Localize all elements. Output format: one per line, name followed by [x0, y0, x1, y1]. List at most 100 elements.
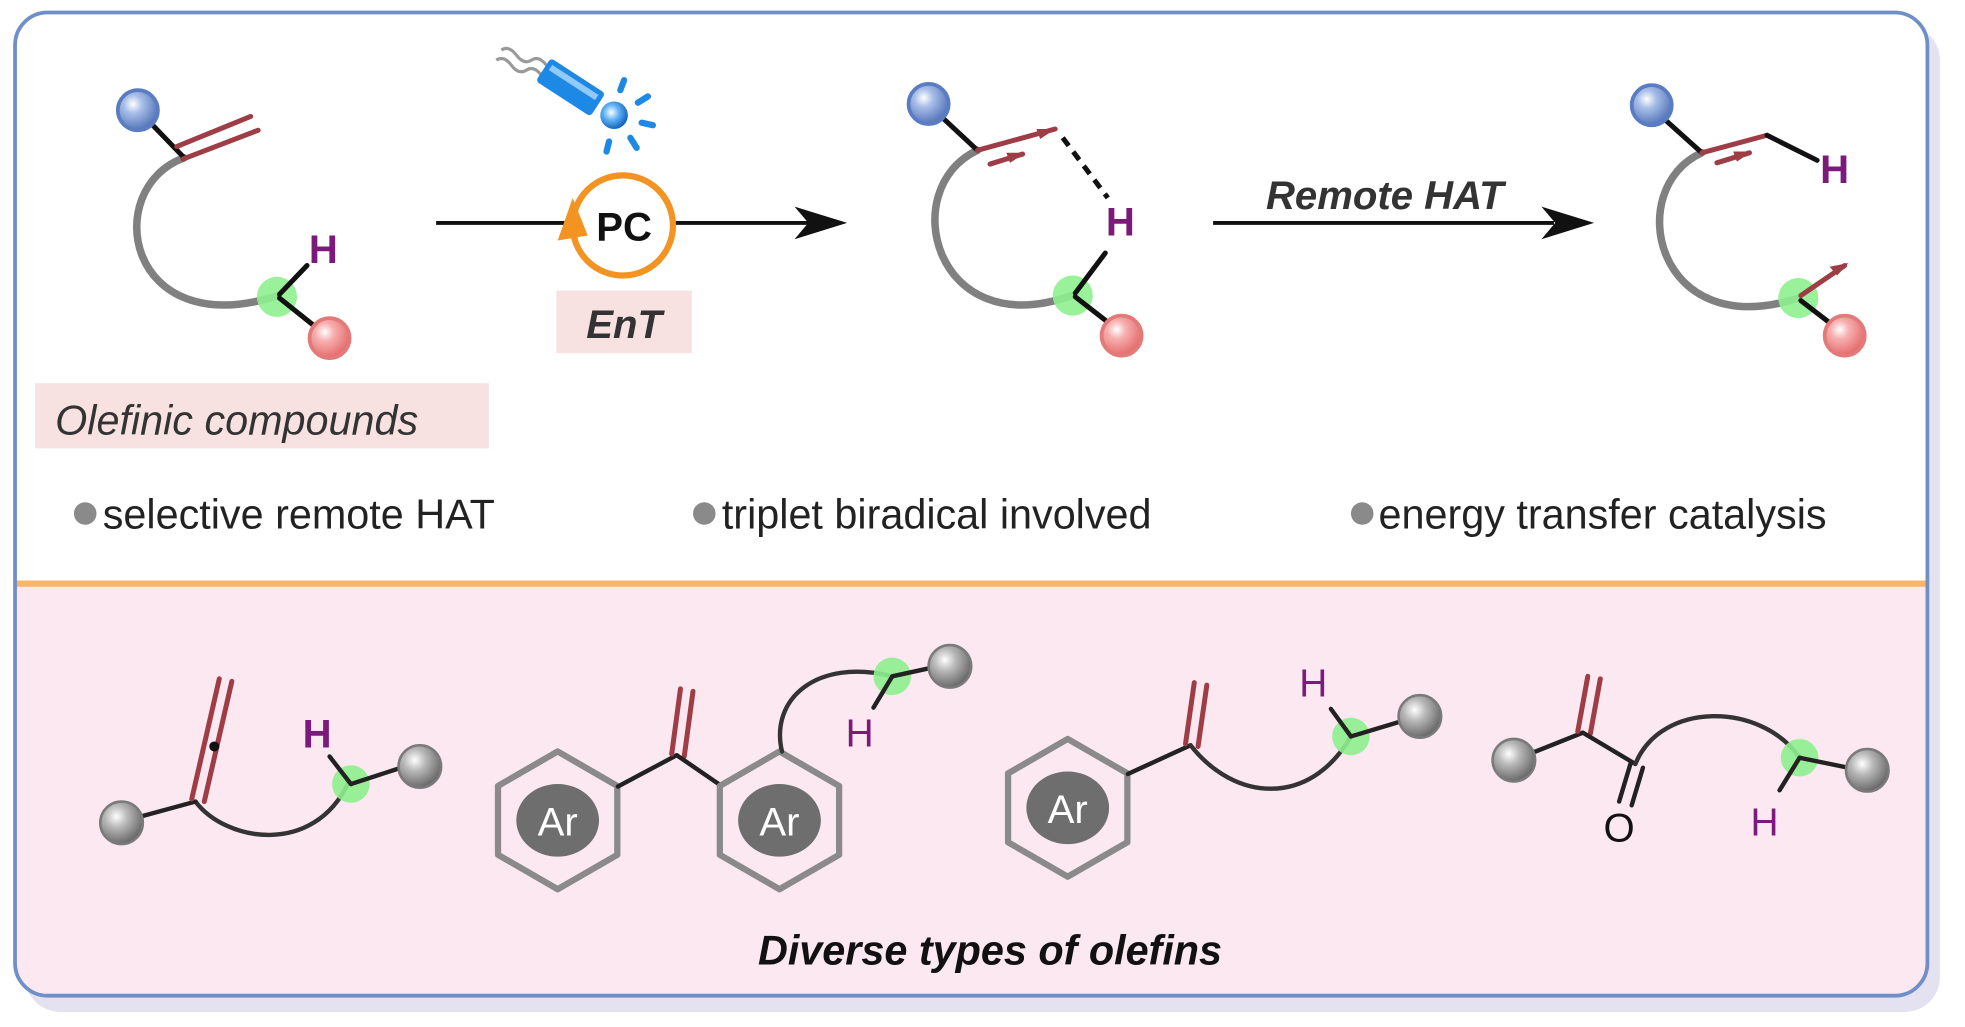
c-h-bond [1072, 250, 1108, 296]
c-h-bond [1777, 755, 1802, 793]
led-bulb [600, 101, 628, 130]
light-source-icon [495, 46, 657, 155]
substituent-ball-red [1099, 313, 1144, 358]
substituent-bond [1348, 719, 1404, 739]
substituent-bond [276, 295, 320, 331]
tether-arc [931, 146, 1076, 309]
c-o-double-bond-1 [1616, 761, 1633, 804]
chain [1633, 714, 1802, 767]
light-ray [638, 119, 657, 129]
c-h-bond [871, 674, 895, 710]
oxygen-label: O [1604, 807, 1635, 851]
substituent-ball-gray [1397, 693, 1443, 739]
olefin-bond-1 [1183, 680, 1197, 747]
aryl-bond [674, 753, 723, 788]
chain [193, 780, 351, 838]
olefinic-label: Olefinic compounds [55, 398, 418, 444]
aryl-label: Ar [759, 800, 799, 844]
feature-item: triplet biradical involved [722, 492, 1152, 538]
h-label: H [303, 713, 332, 757]
tether-arc [133, 154, 282, 309]
carbonyl-bond [1580, 730, 1638, 767]
substituent-bond [348, 765, 404, 787]
c-o-double-bond-2 [1629, 765, 1646, 808]
aryl-bond [615, 753, 679, 789]
h-label: H [1106, 200, 1135, 244]
fishhook-barb [1006, 152, 1026, 163]
substituent-bond [890, 665, 935, 679]
ent-label-box [556, 290, 692, 354]
ent-label: EnT [586, 303, 665, 347]
c-h-bond [276, 263, 310, 297]
feature-item: energy transfer catalysis [1379, 492, 1827, 538]
olefin-example-allene: H [99, 676, 443, 846]
h-label: H [1750, 801, 1778, 844]
c-h-bond [1764, 132, 1820, 163]
olefin-bond-1 [1575, 673, 1591, 734]
product-molecule: H [1629, 83, 1867, 358]
radical-bond [1699, 132, 1770, 156]
c-h-bond [1328, 706, 1354, 739]
olefin-bond-2 [174, 113, 254, 150]
aryl-blob [516, 784, 600, 857]
arrow-head [1541, 206, 1595, 240]
feature-list: selective remote HAT triplet biradical i… [73, 492, 1827, 538]
led-wire [500, 46, 548, 67]
h-label: H [1820, 148, 1849, 192]
remote-hat-arrow: Remote HAT [1213, 174, 1595, 240]
substituent-ball-gray [1491, 737, 1537, 783]
light-ray [617, 77, 628, 94]
tether-arc [1655, 149, 1803, 311]
photocatalyst-cycle: PC [557, 172, 677, 279]
substituent-bond [1072, 294, 1112, 326]
cycle-arrow-icon [557, 197, 588, 241]
central-carbon-dot [209, 741, 220, 752]
olefin-bond-1 [669, 686, 683, 757]
chain [1188, 734, 1354, 791]
aryl-ring [716, 748, 843, 893]
bullet-dot [73, 502, 97, 525]
olefinic-label-box [35, 383, 489, 449]
olefin-bond-2 [201, 678, 235, 805]
substituent-ball-gray [397, 743, 443, 790]
olefin-example-enone: O H [1491, 673, 1890, 851]
substituent-bond [1797, 755, 1851, 770]
arrow-head [794, 206, 848, 240]
bullet-dot [1350, 502, 1374, 525]
fishhook-barb [1829, 263, 1849, 276]
h-label: H [1299, 662, 1327, 705]
aryl-blob [738, 784, 821, 857]
h-label: H [846, 712, 874, 755]
substituent-ball-gray [927, 643, 973, 689]
led-wire [495, 56, 543, 77]
substituent-bond [1530, 730, 1585, 755]
c-h-bond [327, 754, 354, 787]
substituent-ball-blue [115, 88, 160, 133]
bottom-title: Diverse types of olefins [758, 927, 1222, 973]
frame-border [13, 10, 1930, 998]
substituent-ball-blue [906, 82, 951, 126]
substituent-bond [938, 113, 980, 153]
remote-hat-label: Remote HAT [1266, 174, 1507, 218]
substituent-bond [147, 120, 187, 161]
fishhook-barb [1733, 151, 1752, 162]
light-ray [603, 138, 613, 155]
substituent-ball-blue [1629, 83, 1674, 128]
olefin-bond-1 [180, 127, 261, 162]
olefin-bond-1 [189, 676, 222, 802]
fishhook-barb [1036, 129, 1056, 140]
olefin-example-styrene: Ar H [1004, 662, 1443, 880]
olefin-example-diaryl: Ar Ar H [494, 643, 973, 893]
substituent-ball-gray [1844, 747, 1890, 793]
olefin-bond-2 [681, 688, 696, 759]
light-ray [634, 93, 652, 106]
light-ray [627, 134, 640, 151]
feature-item: selective remote HAT [103, 492, 495, 538]
substituent-ball-gray [99, 800, 145, 846]
olefin-bond-2 [1195, 682, 1210, 749]
substituent-ball-red [307, 316, 352, 361]
substituent-bond [1661, 116, 1705, 156]
olefin-bond-2 [1587, 676, 1603, 737]
h-label: H [309, 228, 338, 272]
